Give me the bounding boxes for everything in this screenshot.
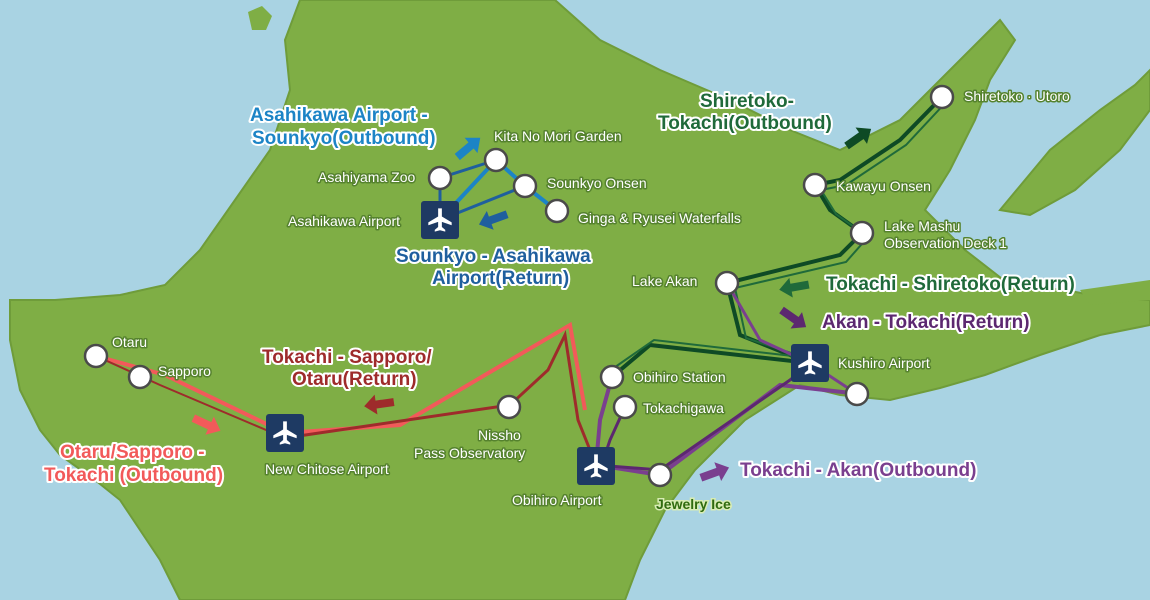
- tokachigawa-label: Tokachigawa: [643, 400, 724, 416]
- kita-no-mori-stop[interactable]: [483, 147, 509, 173]
- jewelry-ice-label: Jewelry Ice: [656, 496, 731, 512]
- arrow-tokachi-sapporo-return-icon: [364, 394, 395, 415]
- lake-akan-stop[interactable]: [714, 270, 740, 296]
- arrow-shiretoko-outbound-icon: [844, 127, 872, 150]
- lake-mashu-label-line2: Observation Deck 1: [884, 235, 1007, 251]
- lake-akan-label: Lake Akan: [632, 273, 697, 289]
- nemuro-peninsula: [1080, 280, 1150, 305]
- jewelry-ice-stop[interactable]: [647, 462, 673, 488]
- shiretoko-outbound-label-line2: Tokachi(Outbound): [658, 113, 832, 134]
- lake-mashu-label-line1: Lake Mashu: [884, 218, 960, 234]
- obihiro-station-stop[interactable]: [599, 364, 625, 390]
- nissho-label-line1: Nissho: [478, 427, 521, 443]
- tokachi-sapporo-return-label-line1: Tokachi - Sapporo/: [262, 347, 432, 368]
- kita-no-mori-label: Kita No Mori Garden: [494, 128, 622, 144]
- arrow-otaru-outbound-icon: [191, 414, 221, 435]
- ginga-stop[interactable]: [544, 198, 570, 224]
- new-chitose-airport-marker[interactable]: [266, 414, 304, 452]
- sounkyo-onsen-label: Sounkyo Onsen: [547, 175, 647, 191]
- obihiro-airport-marker[interactable]: [577, 447, 615, 485]
- asahiyama-stop[interactable]: [427, 165, 453, 191]
- asahikawa-outbound-label-line1: Asahikawa Airport -: [250, 105, 428, 126]
- ginga-label: Ginga & Ryusei Waterfalls: [578, 210, 741, 226]
- obihiro-airport-label: Obihiro Airport: [512, 492, 602, 508]
- northern-island: [998, 68, 1150, 217]
- otaru-stop[interactable]: [83, 343, 109, 369]
- lake-mashu-stop[interactable]: [849, 220, 875, 246]
- sapporo-label: Sapporo: [158, 363, 211, 379]
- akan-tokachi-return-label: Akan - Tokachi(Return): [822, 312, 1030, 333]
- tokachigawa-stop[interactable]: [612, 394, 638, 420]
- new-chitose-label: New Chitose Airport: [265, 461, 389, 477]
- shiretoko-outbound-label-line1: Shiretoko-: [700, 91, 794, 112]
- otaru-outbound-label-line2: Tokachi (Outbound): [44, 465, 223, 486]
- nissho-stop[interactable]: [496, 394, 522, 420]
- shiretoko-label: Shiretoko · Utoro: [964, 88, 1070, 104]
- kushiro-coast-stop[interactable]: [844, 381, 870, 407]
- asahikawa-airport-marker[interactable]: [421, 201, 459, 239]
- arrow-akan-tokachi-return-icon: [779, 306, 807, 329]
- kawayu-label: Kawayu Onsen: [836, 178, 931, 194]
- asahikawa-outbound-label-line2: Sounkyo(Outbound): [252, 128, 436, 149]
- tokachi-akan-outbound-label: Tokachi - Akan(Outbound): [740, 460, 976, 481]
- nissho-label-line2: Pass Observatory: [414, 445, 525, 461]
- route-shiretoko-tokachi: [607, 95, 949, 379]
- tokachi-shiretoko-return-label: Tokachi - Shiretoko(Return): [826, 274, 1075, 295]
- arrow-tokachi-akan-outbound-icon: [699, 462, 730, 482]
- sapporo-stop[interactable]: [127, 364, 153, 390]
- kushiro-airport-marker[interactable]: [791, 344, 829, 382]
- kushiro-airport-label: Kushiro Airport: [838, 355, 930, 371]
- otaru-label: Otaru: [112, 334, 147, 350]
- otaru-outbound-label-line1: Otaru/Sapporo -: [60, 442, 205, 463]
- route-sapporo-tokachi: [95, 321, 598, 466]
- asahikawa-airport-label: Asahikawa Airport: [288, 213, 400, 229]
- kawayu-stop[interactable]: [802, 172, 828, 198]
- sounkyo-return-label-line2: Airport(Return): [432, 268, 569, 289]
- sounkyo-return-label-line1: Sounkyo - Asahikawa: [396, 246, 591, 267]
- obihiro-station-label: Obihiro Station: [633, 369, 726, 385]
- arrow-asahikawa-outbound-icon: [454, 137, 481, 161]
- arrow-sounkyo-return-icon: [478, 210, 509, 230]
- rishiri-island: [248, 6, 272, 30]
- asahiyama-label: Asahiyama Zoo: [318, 169, 415, 185]
- shiretoko-stop[interactable]: [929, 84, 955, 110]
- tokachi-sapporo-return-label-line2: Otaru(Return): [292, 369, 417, 390]
- sounkyo-onsen-stop[interactable]: [512, 173, 538, 199]
- arrow-tokachi-shiretoko-return-icon: [779, 277, 810, 298]
